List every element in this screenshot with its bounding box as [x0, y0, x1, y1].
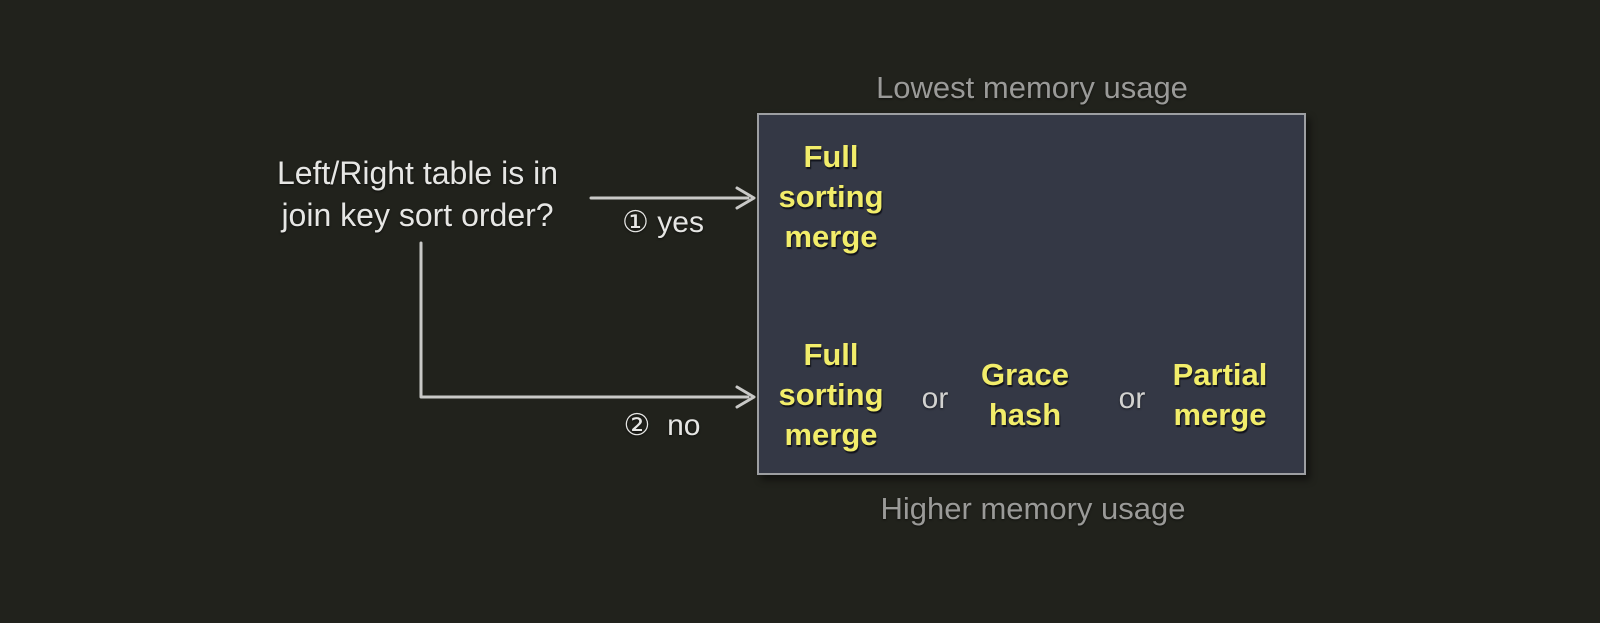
- arrow-no-line: [419, 241, 750, 399]
- option-full-sorting-merge-unsorted: Full sorting merge: [778, 337, 884, 452]
- question-text: Left/Right table is in join key sort ord…: [276, 155, 559, 233]
- arrow-no-head: [735, 385, 756, 409]
- caption-lowest-memory: Lowest memory usage: [876, 70, 1188, 105]
- option-partial-merge: Partial merge: [1172, 357, 1268, 432]
- arrow-yes-head: [735, 186, 756, 210]
- branch-label-no: ② no: [623, 409, 701, 442]
- option-grace-hash: Grace hash: [981, 357, 1069, 432]
- caption-higher-memory: Higher memory usage: [880, 491, 1186, 526]
- or-separator-1: or: [921, 382, 949, 415]
- or-separator-2: or: [1118, 382, 1146, 415]
- option-full-sorting-merge-sorted: Full sorting merge: [778, 139, 884, 254]
- branch-label-yes: ① yes: [622, 206, 704, 239]
- strategies-box: [757, 113, 1306, 475]
